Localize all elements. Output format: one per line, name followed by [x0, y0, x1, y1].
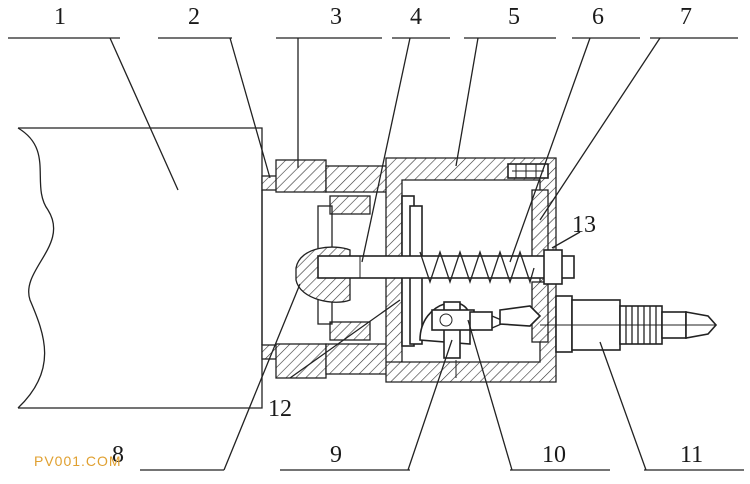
label-7: 7	[680, 4, 692, 30]
label-12: 12	[268, 396, 292, 422]
label-1: 1	[54, 4, 66, 30]
label-10: 10	[542, 442, 566, 468]
leader-lines	[8, 37, 744, 471]
spring	[419, 249, 535, 285]
label-6: 6	[592, 4, 604, 30]
switch-assembly	[431, 301, 542, 378]
label-11: 11	[680, 442, 703, 468]
label-5: 5	[508, 4, 520, 30]
label-3: 3	[330, 4, 342, 30]
label-9: 9	[330, 442, 342, 468]
connector	[540, 295, 718, 353]
label-2: 2	[188, 4, 200, 30]
main-body	[17, 127, 263, 409]
label-4: 4	[410, 4, 422, 30]
rod-collar	[543, 249, 563, 285]
label-13: 13	[572, 212, 596, 238]
flange	[275, 159, 389, 379]
watermark: PV001.COM	[34, 453, 122, 469]
label-8: 8	[112, 442, 124, 468]
screw	[507, 163, 549, 179]
push-rod	[317, 255, 575, 279]
